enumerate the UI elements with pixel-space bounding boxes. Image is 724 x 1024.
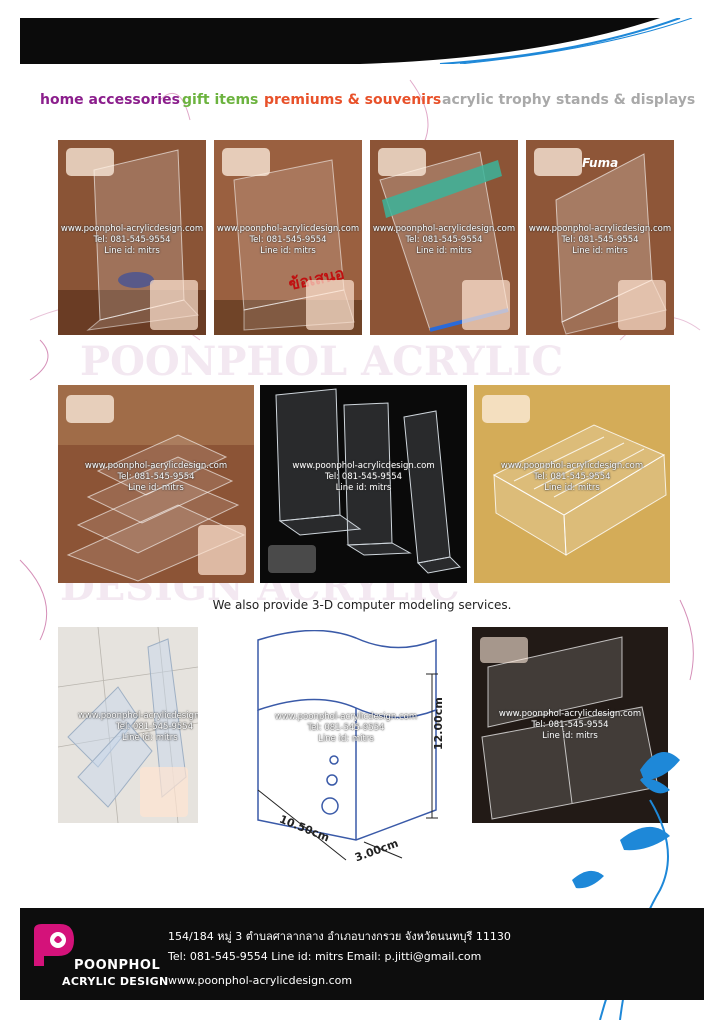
banner-swoosh <box>360 18 704 64</box>
watermark-site: www.poonphol-acrylicdesign.com <box>216 224 360 234</box>
watermark-tel: Tel: 081-545-9554 <box>93 235 171 245</box>
watermark-line: Line id: mitrs <box>128 483 184 493</box>
watermark-tel: Tel: 081-545-9554 <box>117 472 195 482</box>
nav-stands-displays[interactable]: stands & displays <box>556 92 696 108</box>
watermark-site: www.poonphol-acrylicdesign.com <box>500 461 644 471</box>
watermark-tel: Tel: 081-545-9554 <box>249 235 327 245</box>
watermark-line: Line id: mitrs <box>318 734 374 744</box>
watermark-tel: Tel: 081-545-9554 <box>307 723 385 733</box>
product-photo-stand-4: Fuma www.poonphol-acrylicdesign.com Tel:… <box>526 140 674 335</box>
brand-subtitle: ACRYLIC DESIGN <box>62 975 169 988</box>
watermark-tel: Tel: 081-545-9554 <box>116 722 194 732</box>
footer-address: 154/184 หมู่ 3 ตำบลศาลากลาง อำเภอบางกรวย… <box>168 930 511 943</box>
product-photo-stand-2: ข้อเสนอ www.poonphol-acrylicdesign.com T… <box>214 140 362 335</box>
product-photo-l-stands: www.poonphol-acrylicdesign.com Tel: 081-… <box>260 385 467 583</box>
leaf-holder-drawing <box>58 627 198 823</box>
modeling-caption: We also provide 3-D computer modeling se… <box>212 598 512 612</box>
watermark-site: www.poonphol-acrylicdesign.com <box>292 461 435 471</box>
top-banner <box>20 18 704 64</box>
watermark-site: www.poonphol-acrylicdesign.com <box>78 711 198 721</box>
watermark-site: www.poonphol-acrylicdesign.com <box>498 709 642 719</box>
watermark-line: Line id: mitrs <box>104 246 160 256</box>
watermark-line: Line id: mitrs <box>572 246 628 256</box>
watermark-line: Line id: mitrs <box>260 246 316 256</box>
footer-website-link[interactable]: www.poonphol-acrylicdesign.com <box>168 974 353 987</box>
product-photo-stand-1: www.poonphol-acrylicdesign.com Tel: 081-… <box>58 140 206 335</box>
nav-home-accessories[interactable]: home accessories <box>40 92 180 108</box>
watermark-tel: Tel: 081-545-9554 <box>533 472 611 482</box>
product-photo-stand-3: www.poonphol-acrylicdesign.com Tel: 081-… <box>370 140 518 335</box>
nav-premiums-souvenirs[interactable]: premiums & souvenirs <box>264 92 442 108</box>
card-holder-drawing <box>472 627 668 823</box>
brand-name: POONPHOL <box>74 958 161 973</box>
poonphol-logo-icon <box>34 924 74 966</box>
stand-logo-text: Fuma <box>582 156 619 170</box>
svg-text:POONPHOL ACRYLIC: POONPHOL ACRYLIC <box>80 338 563 385</box>
watermark-site: www.poonphol-acrylicdesign.com <box>372 224 516 234</box>
watermark-tel: Tel: 081-545-9554 <box>405 235 483 245</box>
watermark-site: www.poonphol-acrylicdesign.com <box>274 712 418 722</box>
watermark-tel: Tel: 081-545-9554 <box>531 720 609 730</box>
footer-contact[interactable]: Tel: 081-545-9554 Line id: mitrs Email: … <box>168 950 482 963</box>
product-photo-leaf-holder: www.poonphol-acrylicdesign.com Tel: 081-… <box>58 627 198 823</box>
product-photo-tray: www.poonphol-acrylicdesign.com Tel: 081-… <box>474 385 670 583</box>
footer-bar <box>20 908 704 1000</box>
watermark-site: www.poonphol-acrylicdesign.com <box>84 461 228 471</box>
watermark-tel: Tel: 081-545-9554 <box>324 472 403 482</box>
category-nav: home accessories gift items premiums & s… <box>40 92 700 114</box>
l-stands-drawing <box>260 385 467 583</box>
cad-drawing: 12.00cm 10.50cm 3.00cm www.poonphol-acry… <box>236 630 456 870</box>
product-photo-card-holder: www.poonphol-acrylicdesign.com Tel: 081-… <box>472 627 668 823</box>
watermark-site: www.poonphol-acrylicdesign.com <box>60 224 204 234</box>
watermark-line: Line id: mitrs <box>544 483 600 493</box>
watermark-line: Line id: mitrs <box>122 733 178 743</box>
watermark-tel: Tel: 081-545-9554 <box>561 235 639 245</box>
watermark-line: Line id: mitrs <box>416 246 472 256</box>
3d-model-drawing <box>257 630 438 861</box>
nav-acrylic-trophy[interactable]: acrylic trophy <box>442 92 551 108</box>
nav-gift-items[interactable]: gift items <box>182 92 259 108</box>
watermark-line: Line id: mitrs <box>335 483 392 493</box>
watermark-site: www.poonphol-acrylicdesign.com <box>528 224 672 234</box>
tiered-holder-drawing <box>58 385 254 583</box>
watermark-line: Line id: mitrs <box>542 731 598 741</box>
product-photo-brochure-tier: www.poonphol-acrylicdesign.com Tel: 081-… <box>58 385 254 583</box>
